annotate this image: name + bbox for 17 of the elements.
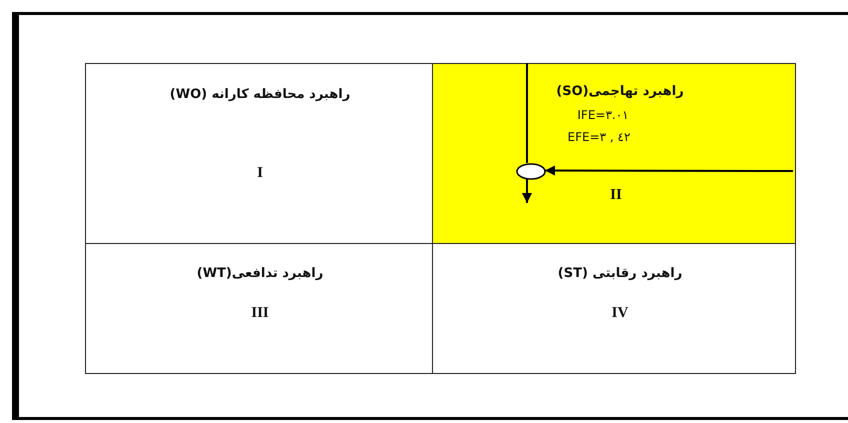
- score-value: EFE=٣ , ٤٢: [568, 130, 630, 144]
- quadrant-number: I: [257, 165, 263, 182]
- arrow-line: [545, 166, 793, 176]
- quadrant-number: II: [610, 187, 622, 204]
- strategy-title: راهبرد رقابتی (ST): [558, 266, 682, 281]
- strategy-title: راهبرد تهاجمی(SO): [556, 84, 684, 99]
- quadrant-cell: [432, 243, 796, 374]
- strategy-title: راهبرد محافظه کارانه (WO): [170, 87, 350, 102]
- quadrant-cell: [85, 63, 433, 244]
- strategy-title: راهبرد تدافعی(WT): [196, 266, 324, 281]
- quadrant-number: III: [251, 305, 269, 322]
- quadrant-number: IV: [612, 305, 628, 322]
- junction-ellipse: [516, 163, 546, 180]
- arrow-line: [522, 178, 532, 203]
- quadrant-cell: [432, 63, 796, 244]
- quadrant-cell: [85, 243, 433, 374]
- score-value: IFE=٣.٠١: [577, 108, 629, 122]
